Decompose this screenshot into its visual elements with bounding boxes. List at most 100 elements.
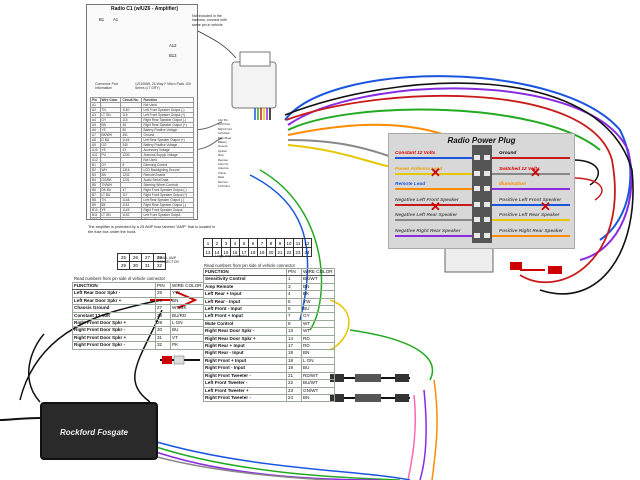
crossed-out-mark: ✕ — [430, 165, 441, 180]
wire-color-cell: YW — [170, 289, 204, 298]
plug-left-label: Negative Left Rear Speaker — [395, 213, 458, 218]
pin-cell: 5 — [286, 297, 302, 307]
color-cell: - — [99, 217, 122, 219]
function-cell: Right Front - Input — [203, 364, 287, 373]
rca-red-plug-2 — [548, 266, 562, 274]
plug-right-label: Switched 12 Volts — [499, 166, 540, 172]
wire-color-cell: RD — [301, 334, 335, 344]
harness-tag: Illum — [218, 153, 224, 158]
crossed-out-mark: ✕ — [540, 199, 551, 214]
pin-cell: 27 — [155, 304, 171, 313]
wire-gray-loop — [287, 139, 401, 161]
wire-color-cell: YW — [301, 297, 335, 307]
function-cell: Right Front Tweeter - — [203, 393, 287, 403]
harness-tag: Right Front — [218, 126, 232, 131]
rca-plug-left-white — [173, 355, 185, 365]
pin-cell: 18 — [286, 349, 302, 358]
plug-pin-left — [474, 201, 480, 207]
plug-pin-right — [484, 155, 490, 160]
pin-label-a1: A1 — [113, 17, 119, 22]
harness-tag: Data — [218, 175, 224, 180]
wire-black-loop — [284, 82, 634, 295]
connector-pin-number: 22 — [284, 247, 294, 257]
function-cell: Left Front + Input — [203, 312, 287, 321]
function-cell: Right Front Tweeter - — [203, 371, 287, 381]
wire-amp-out — [0, 417, 41, 421]
plug-wire-left — [395, 157, 472, 159]
function-cell: Left Rear + Input — [203, 290, 287, 299]
plug-left-label: Negative Left Front Speaker — [395, 197, 459, 203]
harness-plug-face — [239, 51, 271, 67]
wire-color-cell: WT — [301, 319, 335, 329]
plug-left-label: Power Antenna Lead — [395, 166, 443, 172]
pin-cell: 23 — [286, 386, 302, 395]
connector-pin-number: 19 — [257, 247, 267, 257]
pin-cell: 21 — [286, 371, 302, 381]
connector-pin-number: 27 — [141, 253, 154, 262]
wire-color-cell: BN — [170, 296, 204, 306]
harness-tag: A12 Pin — [218, 118, 228, 122]
function-cell: Chassis Ground — [72, 304, 156, 313]
plug-pin-left — [474, 232, 480, 238]
connector-pin-number: 7 — [257, 238, 267, 248]
pin-cell: 24 — [286, 393, 302, 403]
harness-bundle — [254, 108, 271, 120]
small-amp-connector-label: SMALL AMP CONNECTOR — [157, 256, 179, 265]
plug-right-label: Ground — [499, 151, 517, 156]
harness-tag: Ignition — [218, 148, 228, 153]
wire-green-right — [349, 329, 434, 381]
function-cell: Right Front + Input — [203, 356, 287, 366]
plug-wire-right — [492, 234, 570, 237]
wire-color-cell: RD — [301, 342, 335, 351]
pin-cell: 26 — [155, 296, 171, 306]
wire-color-cell: BN — [301, 282, 335, 292]
connector-pin-number: 23 — [293, 247, 303, 257]
wire-bottom-blue — [149, 439, 411, 480]
plug-pin-right — [484, 201, 490, 207]
wire-color-cell: PK — [170, 341, 204, 350]
pin-cell: 14 — [286, 334, 302, 344]
plug-wire-right — [492, 157, 570, 159]
pin-cell: 13 — [286, 327, 302, 336]
pin-cell: 31 — [155, 333, 171, 343]
pin-cell: B12 — [90, 217, 101, 219]
plug-pin-right — [484, 170, 490, 176]
rca-plug-left-red — [162, 356, 172, 364]
crossed-out-mark: ✕ — [430, 199, 441, 214]
pinout-callout-note: Not included in the harness, connect wit… — [192, 14, 227, 27]
rca-plug-bot-right — [395, 394, 409, 402]
wire-color-cell: VT — [170, 333, 204, 343]
right-table-header: FUNCTION PIN WIRE COLOR — [203, 267, 335, 277]
fuse-note: The amplifier is protected by a 25 AMP f… — [88, 225, 216, 234]
function-cell: Right Rear Speaker Output (-) — [141, 202, 194, 208]
left-header-function: FUNCTION — [72, 281, 156, 291]
wire-red-ext — [572, 177, 603, 201]
pin-cell: 4 — [286, 290, 302, 299]
pin-label-b1: B1 — [99, 17, 105, 22]
pin-cell: 6 — [286, 305, 302, 314]
harness-tag: LCD Gnd — [218, 184, 230, 189]
harness-tag: Antenna — [218, 166, 229, 171]
pin-cell: 25 — [155, 289, 171, 298]
wire-color-cell: RD/WT — [301, 371, 335, 381]
function-cell: Sensitivity Control — [203, 275, 287, 284]
pinout-row: B12--Chime Output — [90, 217, 194, 219]
wire-color-cell: BK — [301, 290, 335, 299]
plug-right-label: Illumination — [499, 182, 526, 187]
function-cell: Constant 12 Volt — [72, 311, 156, 321]
rca-plug-bot-mid — [355, 394, 381, 402]
wire-blue-loop — [284, 75, 632, 241]
wire-color-cell: WT/BK — [170, 304, 204, 313]
circuit-cell: - — [120, 217, 143, 219]
